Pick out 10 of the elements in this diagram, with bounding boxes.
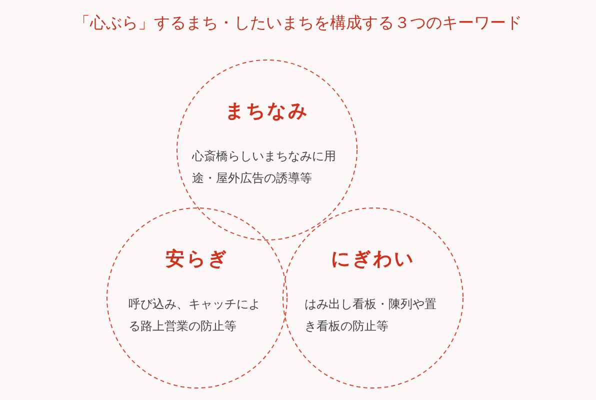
keyword-circle: [106, 207, 288, 389]
keyword-circle: [176, 59, 358, 241]
keyword-heading: まちなみ: [224, 99, 310, 123]
keyword-circle: [282, 207, 464, 389]
description-text: はみ出し看板・陳列や置き看板の防止等: [304, 296, 438, 335]
description-text: 呼び込み、キャッチによる路上営業の防止等: [128, 296, 262, 335]
keyword-heading: にぎわい: [330, 247, 416, 271]
title-text: 「心ぶら」するまち・したいまちを構成する３つのキーワード: [73, 13, 523, 34]
description-text: 心斎橋らしいまちなみに用途・屋外広告の誘導等: [192, 148, 337, 187]
keyword-heading: 安らぎ: [164, 247, 230, 271]
